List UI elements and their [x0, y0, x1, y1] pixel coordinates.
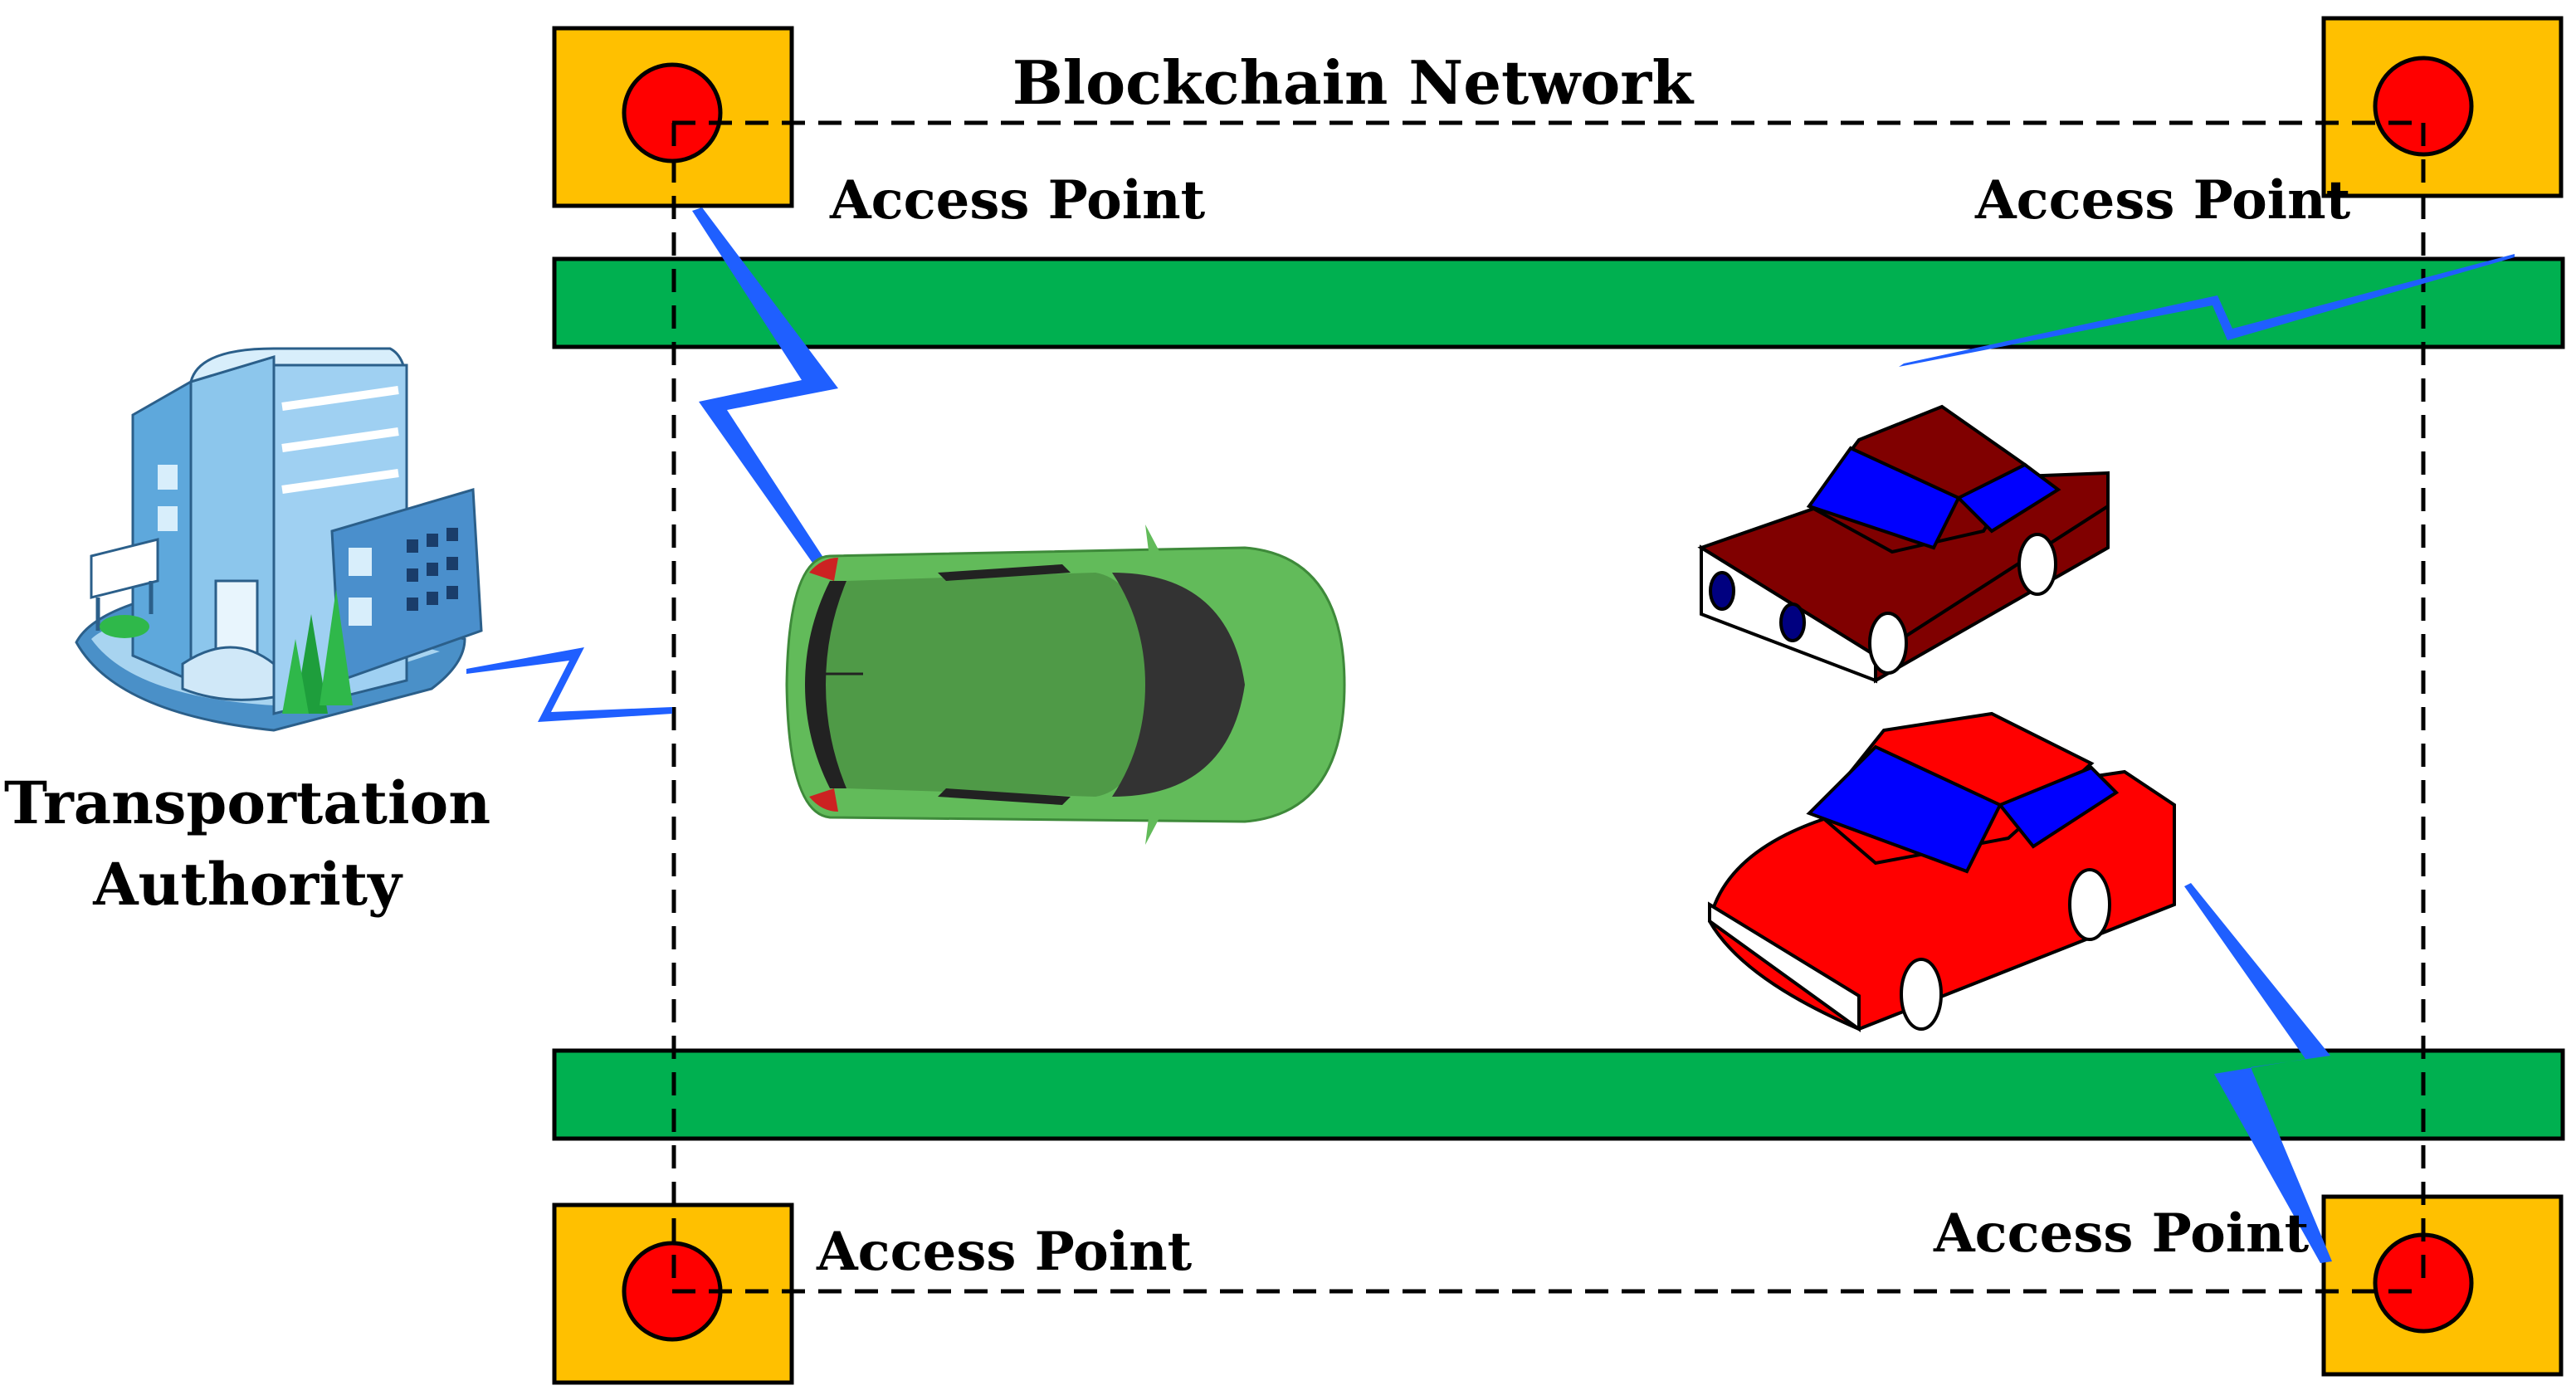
road-top: [552, 256, 2565, 349]
blockchain-network-title: Blockchain Network: [1012, 47, 1695, 118]
building-icon: [75, 347, 483, 732]
authority-label-line1: Transportation: [4, 768, 490, 837]
lightning-link-icon: [466, 647, 672, 722]
access-point-bottom-right: [2321, 1194, 2564, 1377]
authority-label-line2: Authority: [92, 850, 403, 919]
maroon-car-icon: [1697, 404, 2110, 684]
access-point-label-bottom-left: Access Point: [816, 1221, 1193, 1283]
blockchain-network-links: [671, 120, 2426, 1294]
green-car-icon: [785, 524, 1346, 845]
access-point-label-top-right: Access Point: [1974, 169, 2351, 232]
red-car-icon: [1707, 711, 2176, 1032]
access-point-label-top-left: Access Point: [829, 169, 1206, 232]
access-point-label-bottom-right: Access Point: [1933, 1202, 2310, 1265]
access-point-top-right: [2321, 16, 2564, 198]
lightning-link-icon: [692, 207, 838, 571]
